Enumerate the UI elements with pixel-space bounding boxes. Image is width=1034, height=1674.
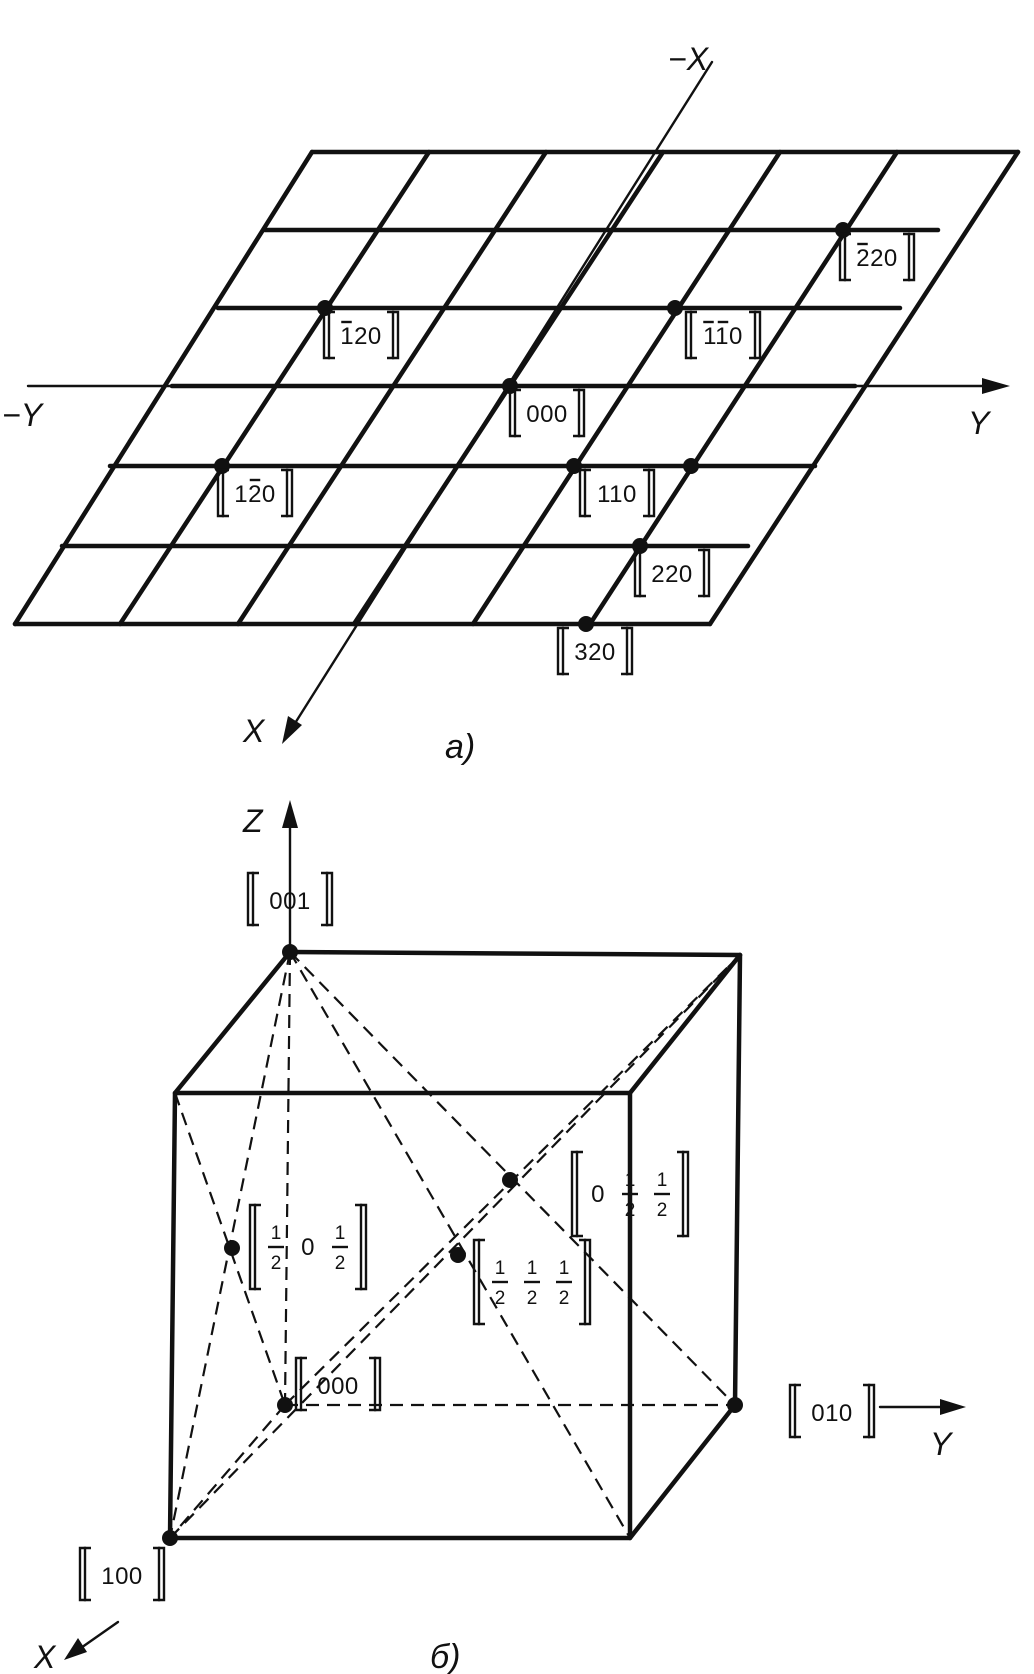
- index-label-p-m1m10: 110: [684, 310, 762, 360]
- index-label-text: 320: [574, 639, 616, 666]
- cube-edge: [172, 949, 293, 1096]
- arrow-head-icon: [64, 1638, 87, 1660]
- fraction-denominator: 2: [335, 1253, 346, 1274]
- fraction-numerator: 1: [271, 1223, 282, 1244]
- x-axis-b: [64, 1620, 120, 1660]
- cube-edge: [732, 952, 743, 1408]
- lattice-points-b: [162, 944, 743, 1546]
- index-label-p-220: 220: [633, 548, 711, 598]
- index-label-text: 120: [340, 323, 382, 350]
- cube-back-top-edge: [287, 949, 743, 958]
- fraction-numerator: 1: [657, 1170, 668, 1191]
- index-label-text: 001: [269, 888, 311, 915]
- lattice-point: [162, 1530, 178, 1546]
- lattice-point: [566, 458, 582, 474]
- index-label-text: 220: [856, 245, 898, 272]
- grid-column-line: [12, 149, 315, 627]
- fraction-numerator: 1: [335, 1223, 346, 1244]
- fraction-denominator: 2: [657, 1200, 668, 1221]
- fraction-denominator: 2: [625, 1200, 636, 1221]
- grid-column-line: [235, 149, 549, 627]
- axis-label-x: X: [242, 713, 266, 749]
- index-label-b-100: 100: [78, 1546, 166, 1602]
- arrow-head-icon: [940, 1399, 966, 1415]
- index-label-p-000: 000: [508, 388, 586, 438]
- lattice-point: [282, 944, 298, 960]
- arrow-head-icon: [982, 378, 1010, 394]
- index-label-text: 100: [101, 1563, 143, 1590]
- index-label-text: 000: [526, 401, 568, 428]
- arrow-head-icon: [282, 716, 302, 744]
- grid-column-line: [707, 149, 1021, 627]
- index-label-p-1m20: 120: [216, 468, 294, 518]
- index-label-b-001: 001: [246, 871, 334, 927]
- fraction-numerator: 1: [559, 1258, 570, 1279]
- fraction-numerator: 1: [625, 1170, 636, 1191]
- index-label-text: 120: [234, 481, 276, 508]
- fraction-label-b-half0half: 1 201 2: [248, 1203, 368, 1291]
- grid-column-line: [117, 149, 432, 627]
- lattice-point: [835, 222, 851, 238]
- axis-label-x-b: X: [33, 1639, 57, 1674]
- caption-a: a): [445, 728, 475, 766]
- fraction-numerator: 1: [527, 1258, 538, 1279]
- fraction-index-text: 0: [591, 1181, 605, 1208]
- lattice-point: [683, 458, 699, 474]
- figure-a: −X X −Y Y a) 000 110 220 320 110 220 120 120: [2, 41, 1021, 766]
- index-label-p-110: 110: [578, 468, 656, 518]
- lattice-point: [224, 1240, 240, 1256]
- axis-label-y: Y: [968, 405, 992, 441]
- lattice-point: [578, 616, 594, 632]
- fraction-denominator: 2: [559, 1288, 570, 1309]
- axis-label-y-b: Y: [930, 1426, 954, 1462]
- fraction-denominator: 2: [271, 1253, 282, 1274]
- index-label-p-320: 320: [556, 626, 634, 676]
- cube-front-face: [167, 1090, 633, 1541]
- cube-edge: [627, 952, 743, 1096]
- index-label-p-m120: 120: [322, 310, 400, 360]
- index-label-b-000: 000: [294, 1356, 382, 1412]
- arrow-head-icon: [282, 800, 298, 828]
- index-label-text: 000: [317, 1373, 359, 1400]
- cube-edge: [627, 1402, 738, 1541]
- fraction-numerator: 1: [495, 1258, 506, 1279]
- index-label-text: 010: [811, 1400, 853, 1427]
- lattice-point: [277, 1397, 293, 1413]
- cube-edges: [167, 949, 743, 1541]
- index-labels-a: 000 110 220 320 110 220 120 120: [216, 232, 916, 676]
- axis-label-neg-x: −X: [668, 41, 710, 77]
- axis-label-neg-y: −Y: [2, 397, 45, 433]
- caption-b: б): [430, 1638, 460, 1674]
- z-axis-b: [282, 800, 298, 954]
- lattice-point: [502, 1172, 518, 1188]
- grid-column-line: [470, 149, 783, 627]
- lattice-point: [727, 1397, 743, 1413]
- y-axis-b: [878, 1399, 966, 1415]
- index-label-text: 110: [703, 323, 743, 350]
- index-label-b-010: 010: [788, 1383, 876, 1439]
- index-label-p-m220: 220: [838, 232, 916, 282]
- index-label-text: 220: [651, 561, 693, 588]
- index-label-text: 110: [597, 481, 637, 508]
- x-axis-a: [282, 60, 714, 744]
- lattice-point: [667, 300, 683, 316]
- fraction-denominator: 2: [527, 1288, 538, 1309]
- axis-label-z: Z: [242, 803, 264, 839]
- lattice-point: [450, 1247, 466, 1263]
- fraction-index-text: 0: [301, 1234, 315, 1261]
- fraction-denominator: 2: [495, 1288, 506, 1309]
